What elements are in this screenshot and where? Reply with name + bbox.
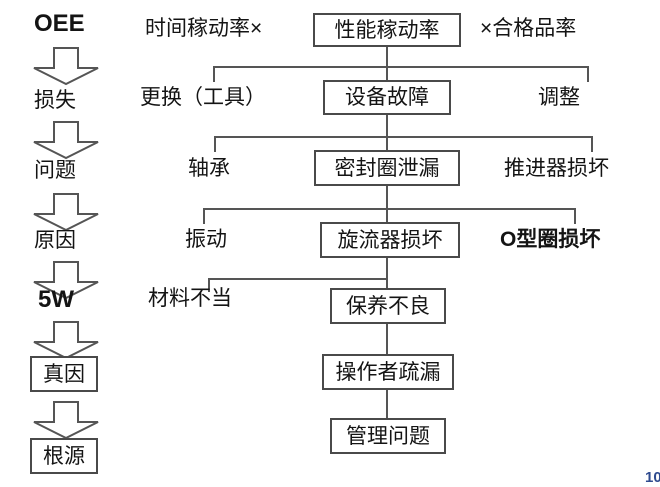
connector-drop-center <box>386 66 388 80</box>
connector-drop-right <box>587 66 589 82</box>
row-cause-left-label: 振动 <box>185 228 227 251</box>
connector-drop-right <box>591 136 593 152</box>
connector-drop-center <box>386 208 388 222</box>
row-loss-left-label: 更换（工具） <box>140 86 266 109</box>
down-arrow <box>30 192 102 232</box>
left-step-label-problem: 问题 <box>34 159 76 182</box>
row-problem-right-label: 推进器损坏 <box>504 157 609 180</box>
tail-box-operator-negligence: 操作者疏漏 <box>322 354 454 390</box>
row-problem-left-label: 轴承 <box>188 157 230 180</box>
row-loss-center-box: 设备故障 <box>323 80 451 115</box>
formula-center-box: 性能稼动率 <box>313 13 461 47</box>
tail-box-management-issue: 管理问题 <box>330 418 446 454</box>
left-step-label-5w: 5W <box>38 286 74 313</box>
down-arrow <box>30 260 102 300</box>
row-problem-center-box: 密封圈泄漏 <box>314 150 460 186</box>
formula-left-term: 时间稼动率× <box>145 17 263 40</box>
down-arrow <box>30 400 102 440</box>
row-5w-left-label: 材料不当 <box>148 287 232 310</box>
left-step-label-oee: OEE <box>34 10 85 37</box>
connector-drop-right <box>574 208 576 224</box>
connector-vertical <box>386 390 388 418</box>
page-number: 10 <box>645 469 660 486</box>
connector-vertical <box>386 47 388 66</box>
row-loss-right-label: 调整 <box>538 86 580 109</box>
connector-vertical <box>386 324 388 354</box>
connector-drop-left <box>214 136 216 152</box>
left-step-label-loss: 损失 <box>34 89 76 112</box>
left-step-box-root: 根源 <box>30 438 98 474</box>
connector-horizontal <box>203 208 574 210</box>
down-arrow <box>30 120 102 160</box>
row-cause-right-label: O型圈损坏 <box>500 228 601 251</box>
connector-drop-center <box>386 136 388 150</box>
connector-drop-left <box>213 66 215 82</box>
connector-horizontal <box>208 278 388 280</box>
left-step-label-reason: 原因 <box>34 229 76 252</box>
formula-right-term: ×合格品率 <box>480 17 577 40</box>
down-arrow <box>30 46 102 86</box>
connector-vertical <box>386 115 388 136</box>
connector-drop-left <box>208 278 210 292</box>
left-step-box-true-cause: 真因 <box>30 356 98 392</box>
connector-drop-left <box>203 208 205 224</box>
row-cause-center-box: 旋流器损坏 <box>320 222 460 258</box>
row-5w-center-box: 保养不良 <box>330 288 446 324</box>
connector-vertical <box>386 186 388 208</box>
connector-horizontal <box>214 136 591 138</box>
connector-drop-center <box>386 278 388 288</box>
connector-vertical <box>386 258 388 278</box>
down-arrow <box>30 320 102 360</box>
connector-horizontal <box>213 66 587 68</box>
